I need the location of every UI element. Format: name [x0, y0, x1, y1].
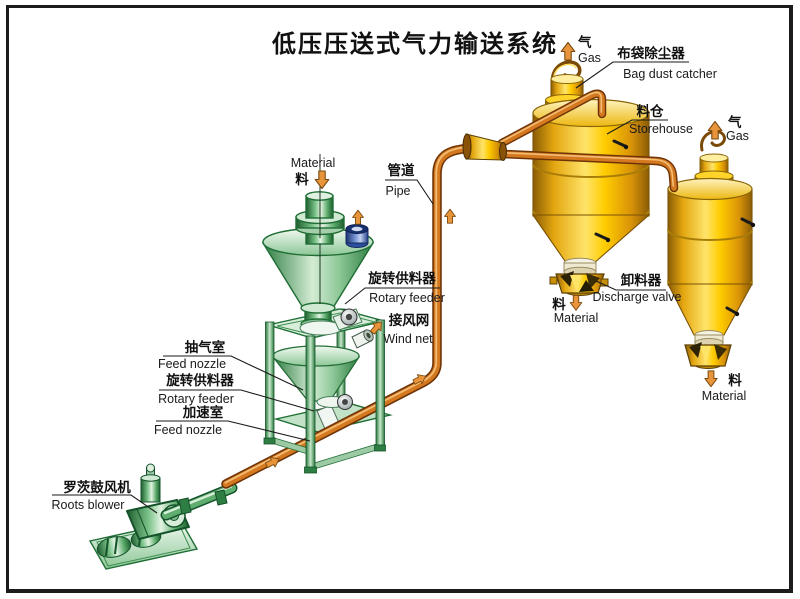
blower-outlet-pipe [160, 482, 238, 521]
valve-up-arrow [352, 209, 364, 225]
silo2-cone [667, 283, 753, 336]
material-out-arrow-silo2 [704, 370, 718, 388]
inner-funnel-top [272, 345, 360, 367]
leader-rotary-feeder-top [344, 287, 440, 305]
label-rotary-feeder-top-en: Rotary feeder [369, 291, 445, 305]
silo2-gas-outlet-swirl [700, 130, 726, 152]
pipe-junction-diverter [462, 133, 507, 161]
label-material-silo1-zh: 料 [552, 296, 566, 312]
label-accel-chamber-zh: 加速室 [182, 404, 224, 420]
blower-roller-1 [96, 536, 132, 558]
silo1-cone [531, 214, 651, 265]
leader-suction-chamber [163, 355, 304, 391]
conveying-pipe-main [221, 143, 473, 489]
label-pipe-zh: 管道 [388, 162, 415, 178]
leader-storehouse [606, 119, 668, 135]
label-pipe-en: Pipe [385, 184, 410, 198]
pipe-branch-dust-catcher [497, 89, 607, 148]
frame-post-front [305, 335, 316, 472]
silo1-body [532, 112, 650, 217]
pipe-branch-silo2 [499, 149, 679, 193]
page-title: 低压压送式气力输送系统 [271, 30, 558, 58]
label-bag-dust-catcher-zh: 布袋除尘器 [617, 45, 685, 61]
label-roots-blower-en: Roots blower [52, 498, 125, 512]
label-wind-net-zh: 接风网 [389, 312, 430, 328]
silo1-level-spigots [594, 139, 627, 241]
label-discharge-valve-en: Discharge valve [593, 290, 682, 304]
diagram-border [6, 5, 793, 593]
label-storehouse-zh: 料仓 [637, 103, 665, 119]
label-material-silo1-en: Material [554, 311, 598, 325]
label-accel-chamber-en: Feed nozzle [154, 423, 222, 437]
label-suction-chamber-en: Feed nozzle [158, 357, 226, 371]
label-material-silo2-zh: 料 [728, 372, 742, 388]
label-rotary-feeder-top-zh: 旋转供料器 [367, 270, 436, 286]
labels: Material 料 管道 Pipe 旋转供料器 Rotary feeder 接… [52, 34, 749, 512]
label-gas-silo1-en: Gas [578, 51, 601, 65]
label-rotary-feeder-left-zh: 旋转供料器 [165, 372, 234, 388]
storehouse-silo-2 [667, 130, 756, 369]
roots-blower-unit [88, 463, 238, 570]
leader-discharge-valve [595, 280, 666, 291]
label-suction-chamber-zh: 抽气室 [185, 339, 226, 355]
label-gas-silo1-zh: 气 [577, 34, 592, 50]
material-in-arrow [314, 170, 330, 190]
silo1-discharge-valve [549, 271, 609, 296]
silo2-level-spigots [725, 217, 754, 315]
label-rotary-feeder-left-en: Rotary feeder [158, 392, 234, 406]
label-storehouse-en: Storehouse [629, 122, 693, 136]
pipe-flow-arrow-3 [444, 208, 456, 224]
label-material-silo2-en: Material [702, 389, 746, 403]
label-material-in-zh: 料 [295, 171, 309, 187]
wind-net-nozzle [351, 329, 374, 349]
label-roots-blower-zh: 罗茨鼓风机 [63, 479, 131, 495]
label-gas-silo2-zh: 气 [727, 114, 742, 130]
label-discharge-valve-zh: 卸料器 [621, 272, 662, 288]
label-bag-dust-catcher-en: Bag dust catcher [623, 67, 717, 81]
blue-relief-valve [345, 224, 369, 248]
label-gas-silo2-en: Gas [726, 129, 749, 143]
leader-pipe [385, 179, 434, 205]
material-out-arrow-silo1 [569, 294, 583, 311]
leader-lines [52, 61, 689, 514]
leader-roots-blower [52, 494, 158, 514]
leader-rotary-feeder-left [159, 389, 315, 412]
silo2-discharge-valve [684, 342, 732, 369]
label-wind-net-en: Wind net [383, 332, 433, 346]
leader-bag-dust-catcher [575, 61, 689, 89]
gas-arrow-silo2 [707, 120, 723, 140]
blower-motor [140, 463, 161, 503]
frame-posts [263, 319, 386, 474]
gas-arrow-silo1 [560, 41, 576, 61]
leader-accel-chamber [156, 420, 311, 442]
frame-post-left [265, 321, 275, 443]
silo2-top [667, 177, 753, 201]
label-material-in-en: Material [291, 156, 335, 170]
